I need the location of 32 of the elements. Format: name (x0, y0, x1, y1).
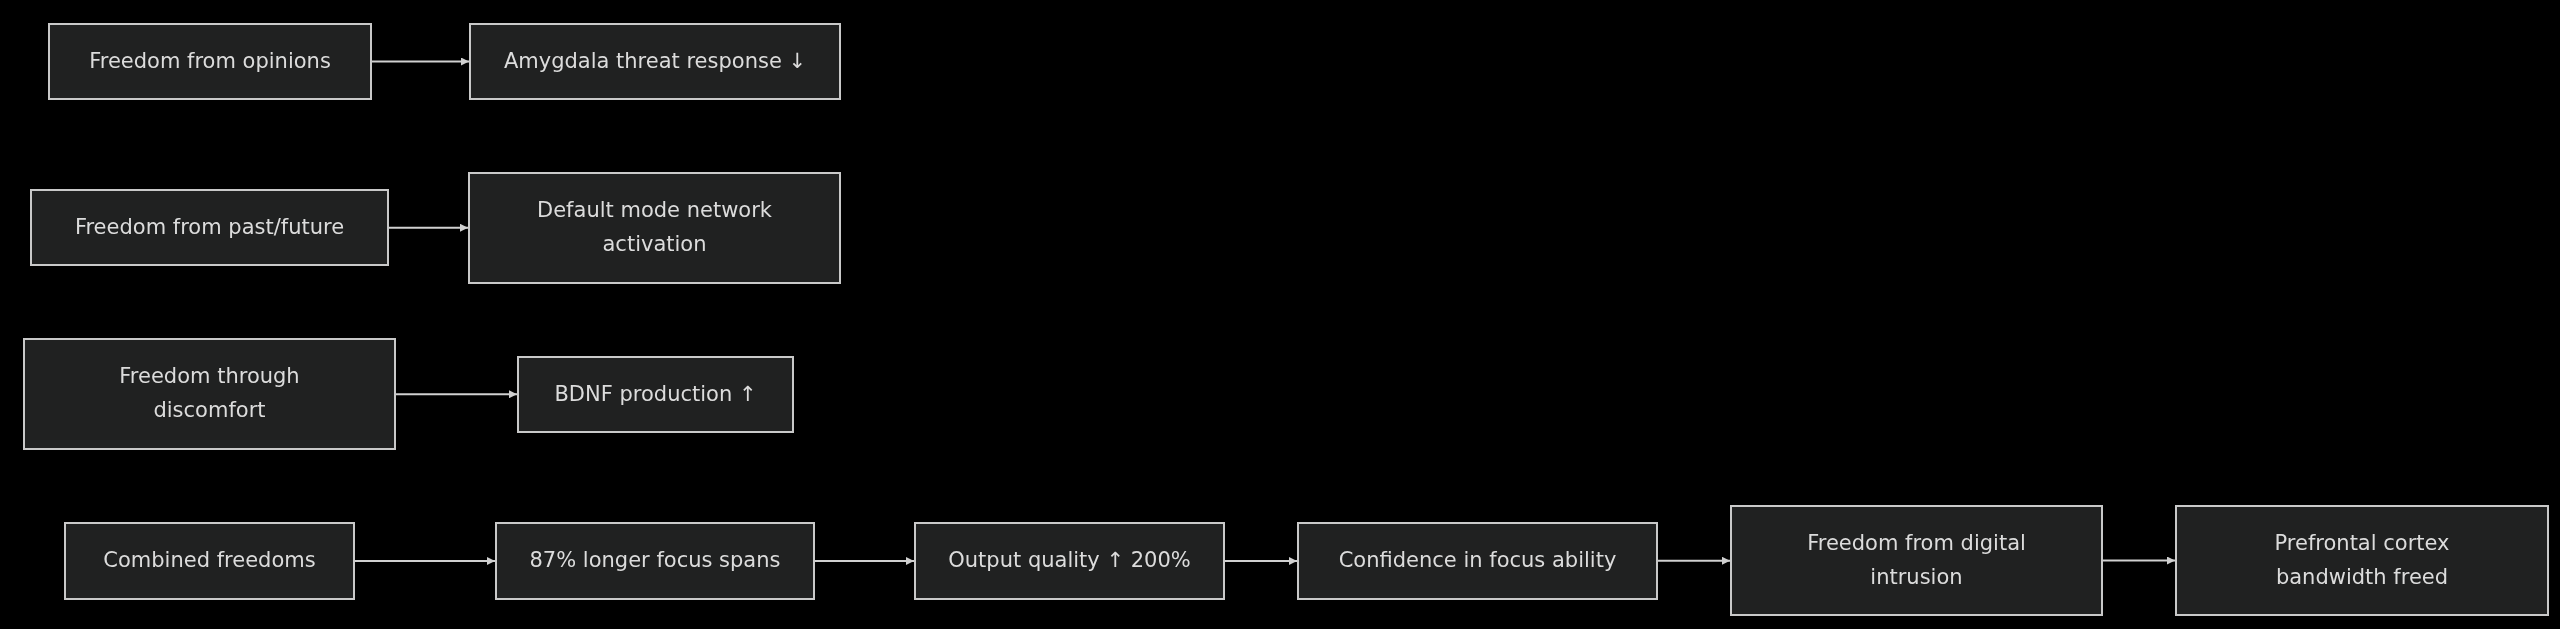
arrow (1657, 556, 1731, 565)
process-box (495, 522, 815, 600)
process-box (468, 172, 841, 284)
arrow (395, 390, 518, 399)
process-box (48, 23, 372, 100)
process-box (517, 356, 794, 433)
process-box (1730, 505, 2103, 616)
process-box (1297, 522, 1658, 600)
node-label: Combined freedoms (103, 547, 316, 575)
arrow (388, 223, 469, 232)
arrow (2102, 556, 2176, 565)
node-label: 87% longer focus spans (529, 547, 781, 575)
node-label: Freedom through discomfort (118, 363, 301, 424)
process-box (469, 23, 841, 100)
node-label: Freedom from past/future (74, 213, 345, 241)
node-label: Default mode network activation (536, 197, 773, 258)
process-box (2175, 505, 2549, 616)
process-box (914, 522, 1225, 600)
arrow (354, 557, 496, 565)
arrow (1224, 557, 1298, 565)
arrow (371, 57, 470, 66)
node-label: Amygdala threat response ↓ (503, 47, 807, 75)
arrow (814, 557, 915, 565)
node-label: Output quality ↑ 200% (948, 547, 1191, 575)
process-box (30, 189, 389, 266)
node-label: Freedom from digital intrusion (1806, 529, 2027, 591)
node-label: Confidence in focus ability (1338, 547, 1617, 575)
process-box (64, 522, 355, 600)
node-label: BDNF production ↑ (554, 380, 757, 408)
process-box (23, 338, 396, 450)
node-label: Prefrontal cortex bandwidth freed (2273, 529, 2451, 591)
node-label: Freedom from opinions (89, 47, 331, 75)
